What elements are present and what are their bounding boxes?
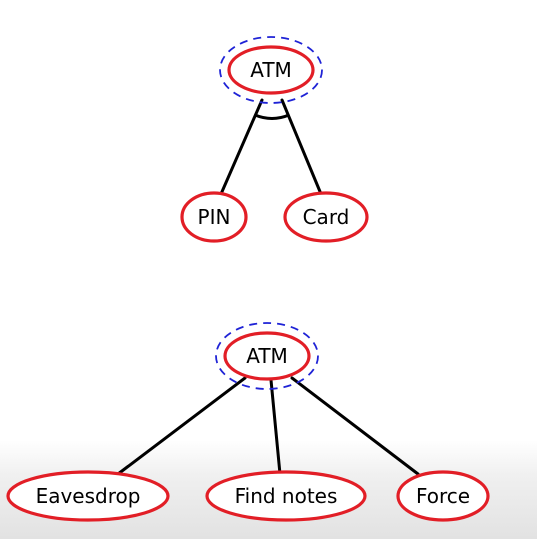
edge-atm-force — [290, 376, 420, 476]
child-node-eavesdrop[interactable]: Eavesdrop — [6, 470, 170, 522]
node-label: ATM — [246, 344, 288, 368]
node-label: PIN — [198, 205, 231, 229]
edge-atm-eavesdrop — [116, 376, 247, 476]
node-label: Force — [416, 484, 470, 508]
child-node-find-notes[interactable]: Find notes — [205, 470, 367, 522]
edge-atm-find-notes — [269, 378, 282, 476]
node-label: Find notes — [235, 484, 338, 508]
root-halo — [219, 36, 323, 104]
node-oval — [205, 470, 367, 522]
node-oval — [223, 331, 311, 381]
and-tree: ATM PIN Card — [180, 36, 369, 243]
node-oval — [283, 191, 369, 243]
node-oval — [396, 470, 490, 522]
root-node-atm[interactable]: ATM — [219, 36, 323, 104]
root-node-atm[interactable]: ATM — [215, 322, 319, 390]
or-tree: ATM Eavesdrop Find notes Force — [6, 322, 490, 522]
node-oval — [180, 191, 248, 243]
node-label: Card — [303, 205, 350, 229]
node-label: ATM — [250, 58, 292, 82]
and-connector-arc — [254, 113, 290, 120]
node-oval — [6, 470, 170, 522]
node-oval — [227, 45, 315, 95]
node-label: Eavesdrop — [36, 484, 141, 508]
child-node-force[interactable]: Force — [396, 470, 490, 522]
root-halo — [215, 322, 319, 390]
child-node-card[interactable]: Card — [283, 191, 369, 243]
child-node-pin[interactable]: PIN — [180, 191, 248, 243]
